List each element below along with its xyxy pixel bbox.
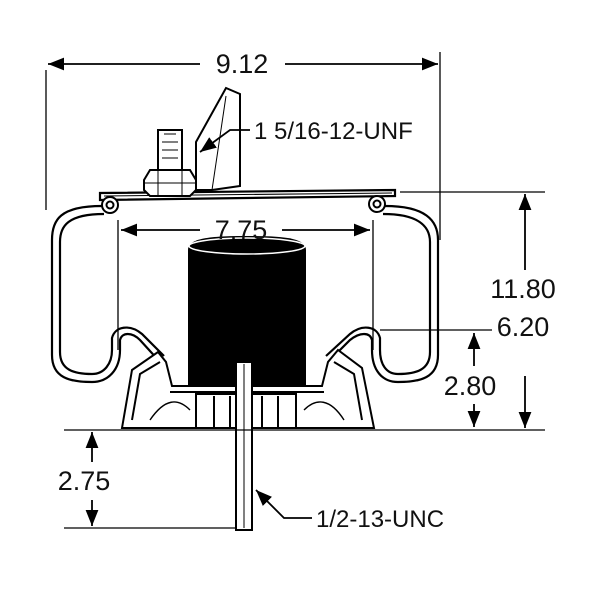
bead-width-label: 7.75	[215, 215, 268, 245]
overall-width-label: 9.12	[216, 49, 269, 79]
bumper	[188, 236, 306, 388]
bead-crimp-left	[101, 196, 119, 214]
bottom-thread-leader	[255, 489, 312, 519]
top-stud-nut	[143, 129, 197, 197]
piston-height-label: 2.80	[444, 371, 497, 401]
max-height-label: 11.80	[490, 274, 556, 304]
dimension-lines	[48, 57, 532, 526]
top-thread-label: 1 5/16-12-UNF	[254, 118, 413, 145]
bottom-thread-label: 1/2-13-UNC	[316, 506, 444, 533]
bead-crimp-right	[368, 195, 386, 213]
bottom-stud	[235, 361, 253, 531]
top-thread-leader	[199, 129, 250, 153]
extension-lines	[45, 52, 545, 529]
thread-leaders	[199, 129, 312, 519]
min-height-label: 6.20	[497, 312, 550, 342]
stud-length-label: 2.75	[58, 466, 111, 496]
